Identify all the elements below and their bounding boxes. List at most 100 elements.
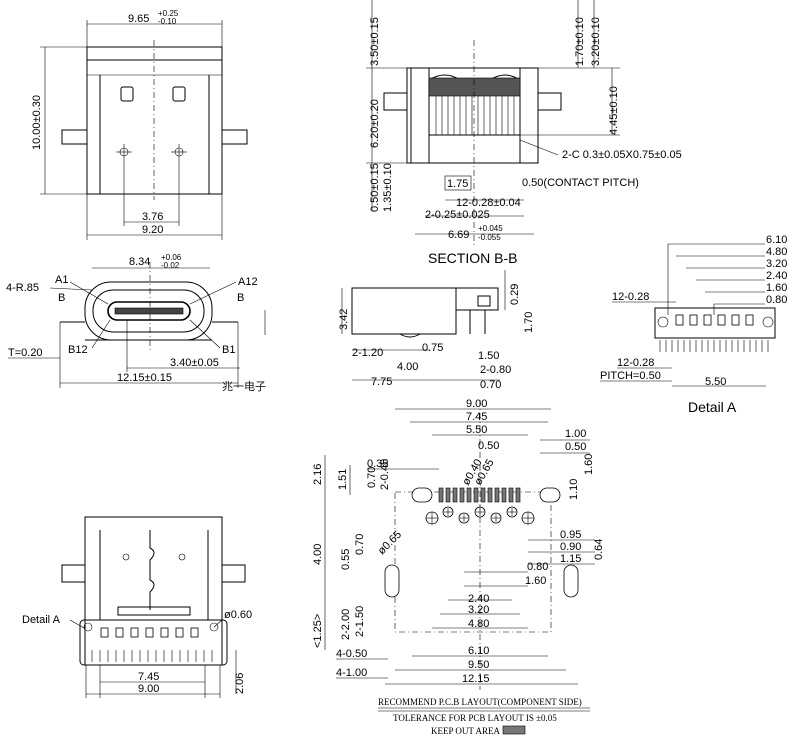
bb-d4: 6.20±0.20: [369, 99, 381, 148]
bb-d11-tol-plus: +0.045: [478, 224, 503, 233]
bb-chamfer: 2-C 0.3±0.05X0.75±0.05: [562, 149, 682, 161]
pcb-layout-view: 9.00 7.45 5.50 0.50 1.00 0.50 0.35 ø0.40…: [312, 398, 605, 736]
front-width-tol-plus: +0.06: [161, 253, 182, 262]
da-d7: 12-0.28: [612, 291, 649, 303]
front-d1: 3.40±0.05: [170, 357, 219, 369]
pcb-d-070: 0.70: [366, 467, 378, 488]
side-d3: 1.70: [523, 312, 535, 333]
pcb-top-4: 1.00: [565, 428, 586, 440]
da-title: Detail A: [688, 399, 737, 415]
pcb-top-5: 0.50: [565, 441, 586, 453]
pcb-d-320: 3.20: [468, 604, 489, 616]
top-view: 9.65 +0.25 -0.10 10.00±0.30 3.76 9.20: [31, 9, 248, 240]
bb-d6: 0.50±0.15: [369, 163, 381, 212]
front-radius: 4-R.85: [6, 282, 39, 294]
pcb-d-070b: 0.70: [354, 534, 366, 555]
bb-d11: 6.69: [448, 229, 469, 241]
side-d6: 1.50: [478, 350, 499, 362]
top-pitch-label: 3.76: [142, 211, 163, 223]
pcb-d-2150: 2-1.50: [354, 606, 366, 637]
pcb-d-2200: 2-2.00: [340, 609, 352, 640]
pcb-d-950: 9.50: [468, 659, 489, 671]
front-a1: A1: [55, 274, 68, 286]
pcb-d-055: 0.55: [340, 549, 352, 570]
bb-d1: 3.50±0.15: [369, 17, 381, 66]
bottom-d1: 7.45: [138, 671, 159, 683]
pcb-d-240: 2.40: [468, 593, 489, 605]
front-width: 8.34: [129, 256, 150, 268]
pcb-d-400: 4.00: [312, 544, 324, 565]
pcb-top-0: 9.00: [466, 398, 487, 410]
pcb-tolerance: TOLERANCE FOR PCB LAYOUT IS ±0.05: [393, 713, 557, 723]
front-b1: B1: [222, 344, 235, 356]
pcb-d-4100: 4-1.00: [336, 667, 367, 679]
bottom-d2: 9.00: [138, 683, 159, 695]
top-width-label: 9.65: [128, 13, 149, 25]
section-bb-view: 3.50±0.15 6.20±0.20 0.50±0.15 1.35±0.10 …: [366, 0, 682, 266]
front-width-tol-minus: -0.02: [161, 261, 180, 270]
side-d9: 7.75: [371, 376, 392, 388]
pcb-d-125: <1.25>: [312, 614, 324, 648]
bottom-detail-label: Detail A: [22, 614, 61, 626]
side-d8: 2-0.80: [480, 364, 511, 376]
da-pitch: PITCH=0.50: [600, 370, 661, 382]
bb-title: SECTION B-B: [428, 250, 517, 266]
bb-d9: 12-0.28±0.04: [456, 197, 521, 209]
pcb-d-035: 0.35: [367, 458, 388, 470]
pcb-d-216: 2.16: [312, 464, 324, 485]
pcb-d-4050: 4-0.50: [336, 648, 367, 660]
pcb-top-3: 0.50: [478, 440, 499, 452]
da-d3: 3.20: [766, 258, 787, 270]
da-d9: 5.50: [705, 376, 726, 388]
da-d2: 4.80: [766, 246, 787, 258]
top-foot-width-label: 9.20: [142, 224, 163, 236]
bb-d10: 2-0.25±0.025: [425, 209, 490, 221]
top-width-tol-plus: +0.25: [158, 9, 179, 18]
pcb-d-480: 4.80: [468, 618, 489, 630]
side-d2: 0.29: [509, 284, 521, 305]
side-d5: 0.75: [422, 342, 443, 354]
da-d1: 6.10: [766, 234, 787, 246]
front-b-right: B: [237, 292, 244, 304]
bb-contact-pitch: 0.50(CONTACT PITCH): [522, 177, 639, 189]
side-d7: 4.00: [397, 361, 418, 373]
bottom-d3: 2.06: [234, 673, 246, 694]
front-b-left: B: [58, 292, 65, 304]
bb-d2: 1.70±0.10: [574, 17, 586, 66]
bb-d3: 3.20±0.10: [590, 17, 602, 66]
bb-d8: 1.75: [447, 178, 468, 190]
bb-d11-tol-minus: -0.055: [478, 233, 501, 242]
bb-d7: 1.35±0.10: [382, 163, 394, 212]
side-d4: 2-1.20: [352, 347, 383, 359]
da-d8: 12-0.28: [617, 357, 654, 369]
pcb-d-110: 1.10: [568, 479, 580, 500]
front-d2: 12.15±0.15: [117, 372, 172, 384]
pcb-top-2: 5.50: [466, 424, 487, 436]
bb-d5: 4.45±0.10: [608, 86, 620, 135]
front-b12: B12: [68, 344, 88, 356]
pcb-d-160: 1.60: [583, 454, 595, 475]
side-d10: 0.70: [480, 379, 501, 391]
bottom-hole: ø0.60: [224, 609, 252, 621]
pcb-d-151: 1.51: [337, 469, 349, 490]
front-a12: A12: [238, 276, 258, 288]
side-view: 3.42 0.29 1.70 2-1.20 0.75 1.50 4.00 2-0…: [338, 270, 535, 391]
detail-a-view: 6.10 4.80 3.20 2.40 1.60 0.80 12-0.28 12…: [600, 234, 787, 415]
pcb-d-065b: ø0.65: [376, 529, 404, 557]
pcb-caption: RECOMMEND P.C.B LAYOUT(COMPONENT SIDE): [378, 697, 582, 707]
pcb-top-1: 7.45: [466, 411, 487, 423]
pcb-d-095: 0.95: [560, 529, 581, 541]
front-view: 8.34 +0.06 -0.02 4-R.85 A1 A12 B B T=0.2…: [6, 253, 266, 388]
pcb-d-115: 1.15: [560, 553, 581, 565]
pcb-d-610: 6.10: [468, 645, 489, 657]
pcb-keepout: KEEP OUT AREA: [431, 726, 501, 736]
bottom-view: Detail A ø0.60 7.45 9.00 2.06: [22, 516, 252, 698]
pcb-d-090: 0.90: [560, 541, 581, 553]
da-d5: 1.60: [766, 282, 787, 294]
da-d6: 0.80: [766, 294, 787, 306]
top-height-label: 10.00±0.30: [31, 95, 43, 150]
pcb-d-080: 0.80: [527, 561, 548, 573]
side-d1: 3.42: [338, 309, 350, 330]
pcb-d-064: 0.64: [593, 539, 605, 560]
